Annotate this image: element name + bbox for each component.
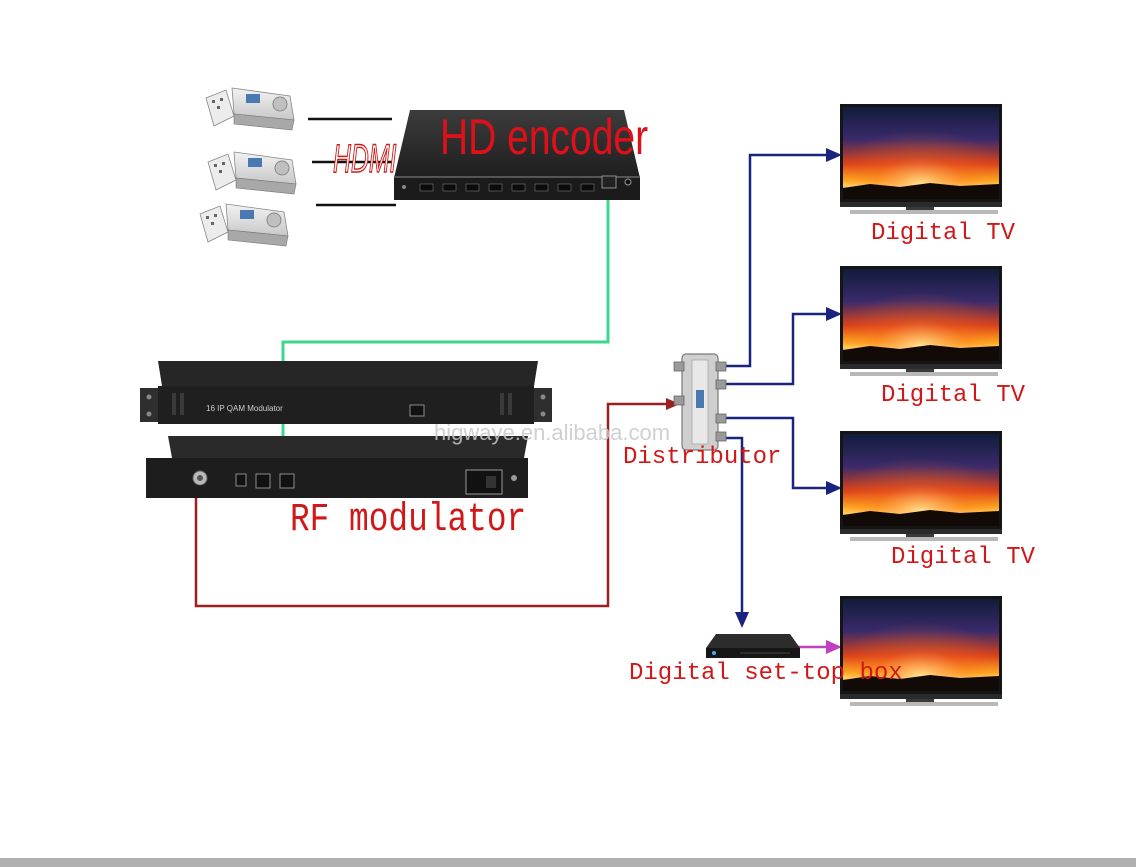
hdmi-cable-lines bbox=[308, 117, 396, 207]
set-top-box-icon bbox=[706, 634, 800, 658]
satellite-receiver-icon bbox=[207, 151, 297, 195]
satellite-receiver-icon bbox=[205, 87, 295, 131]
hd-encoder-icon bbox=[394, 110, 640, 200]
rf-arrow-head bbox=[666, 398, 680, 410]
rf-link-line bbox=[194, 402, 676, 608]
television-icon bbox=[840, 596, 1002, 706]
television-icon bbox=[840, 431, 1002, 541]
watermark: higwaye.en.alibaba.com bbox=[434, 420, 671, 445]
hdmi-out-arrow-head bbox=[826, 640, 842, 654]
modulator-panel-text: 16 IP QAM Modulator bbox=[206, 404, 283, 413]
set-top-box-label: Digital set-top box bbox=[629, 660, 903, 687]
television-icon bbox=[840, 266, 1002, 376]
satellite-receiver-icon bbox=[199, 203, 289, 247]
tv-feed-lines bbox=[718, 153, 832, 618]
rf-modulator-icon bbox=[146, 436, 528, 498]
rf-modulator-label: RF modulator bbox=[290, 498, 527, 543]
hd-encoder-label: HD encoder bbox=[440, 109, 649, 165]
distributor-label: Distributor bbox=[623, 444, 782, 471]
tv-label-3: Digital TV bbox=[891, 544, 1036, 571]
distributor-icon bbox=[673, 353, 727, 451]
rf-modulator-icon bbox=[140, 361, 552, 424]
hdmi-label: HDMI bbox=[333, 136, 397, 181]
bottom-border bbox=[0, 858, 1136, 867]
tv-label-1: Digital TV bbox=[871, 220, 1016, 247]
tv-label-2: Digital TV bbox=[881, 382, 1026, 409]
tv-feed-arrow-heads bbox=[735, 148, 842, 628]
television-icon bbox=[840, 104, 1002, 214]
